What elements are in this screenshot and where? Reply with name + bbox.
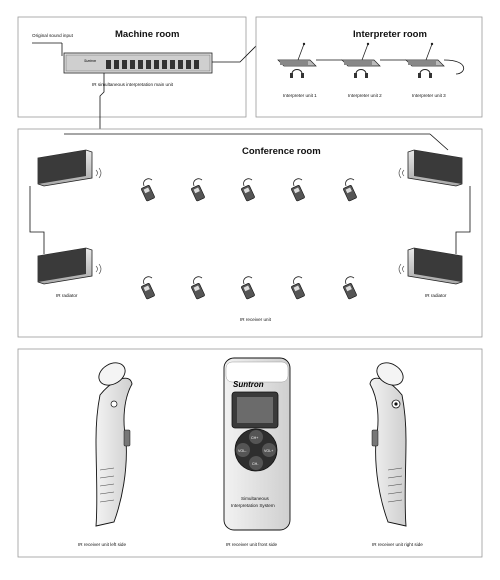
receiver-left-side-view [95,362,133,527]
ir-radiator-label-left: IR radiator [56,293,78,298]
interpreter-unit-2-label: Interpreter unit 2 [348,93,382,98]
main-unit-channel-10 [178,60,183,69]
main-unit-brand: Suntron [84,59,96,63]
device-button-ch-up: CH+ [251,436,258,440]
radiator-cable-left [29,186,45,254]
radiator-cable-right [455,186,471,254]
interpreter-room-panel [255,16,483,118]
caption-left-side: IR receiver unit left side [78,542,126,547]
ir-radiator-bottom-left [37,247,102,285]
main-unit-channel-6 [146,60,151,69]
main-unit-channel-2 [114,60,119,69]
main-unit-channel-7 [154,60,159,69]
device-button-vol-up: VOL+ [264,449,273,453]
device-keypad [234,428,278,472]
main-unit-channel-1 [106,60,111,69]
main-unit-channel-5 [138,60,143,69]
original-sound-input-label: Original sound input [32,33,74,38]
main-unit-channel-12 [194,60,199,69]
ir-radiator-label-right: IR radiator [425,293,447,298]
conference-room-panel [17,128,483,338]
main-unit-controls [106,60,199,69]
receiver-right-side-view [369,362,407,527]
main-unit-channel-11 [186,60,191,69]
interpreter-unit-3-label: Interpreter unit 3 [412,93,446,98]
main-unit-channel-4 [130,60,135,69]
main-unit-label: IR simultaneous interpretation main unit [92,82,174,87]
ir-radiator-top-left [37,149,102,187]
device-button-vol-down: VOL- [238,449,247,453]
receiver-front-view: Suntron CH+ VOL- VOL+ CH- Simultaneous I… [223,357,291,531]
interpreter-unit-1-label: Interpreter unit 1 [283,93,317,98]
ir-radiator-bottom-right [398,247,463,285]
ir-receiver-unit-label: IR receiver unit [240,317,272,322]
conference-room-title: Conference room [242,146,321,157]
main-unit: Suntron [63,52,213,74]
device-text-line-2: Interpretation System [231,503,275,508]
main-unit-channel-3 [122,60,127,69]
device-button-ch-down: CH- [252,462,259,466]
interpreter-room-title: Interpreter room [353,29,427,40]
caption-right-side: IR receiver unit right side [372,542,423,547]
interpreter-chain-end [443,59,464,75]
caption-front-side: IR receiver unit front side [226,542,278,547]
machine-room-title: Machine room [115,29,179,40]
device-text-line-1: Simultaneous [241,496,270,501]
device-brand: Suntron [233,380,264,389]
main-unit-channel-9 [170,60,175,69]
main-unit-channel-8 [162,60,167,69]
ir-radiator-top-right [398,149,463,187]
